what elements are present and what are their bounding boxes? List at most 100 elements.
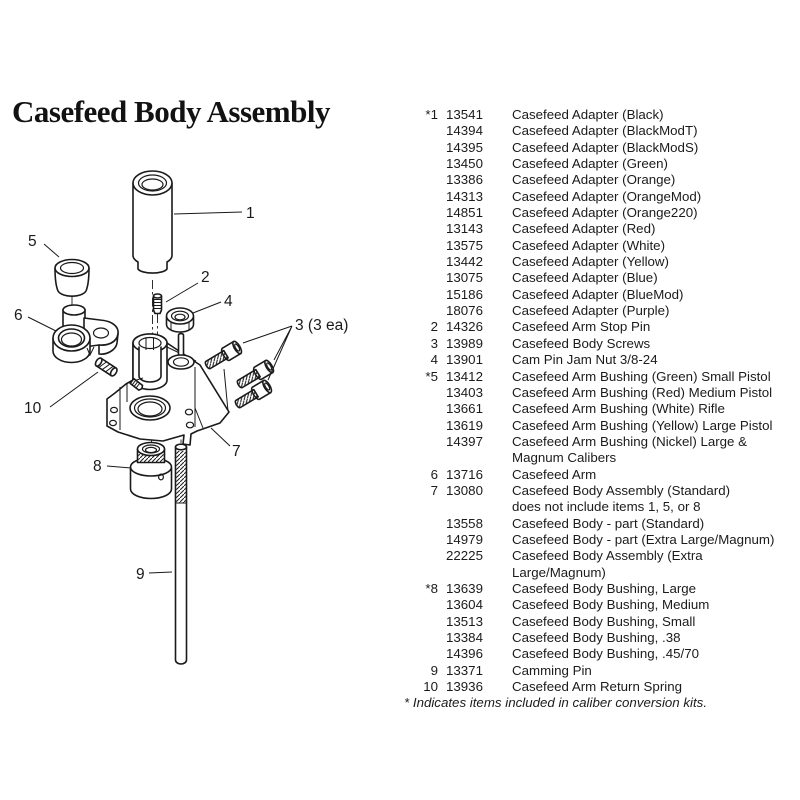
parts-row: 14396 Casefeed Body Bushing, .45/70 [404,646,798,662]
part-casefeed-body [106,332,230,446]
row-part-number: 13639 [446,580,483,596]
callout-6: 6 [14,307,23,324]
callout-2: 2 [201,269,210,286]
row-part-number: 15186 [446,286,483,302]
parts-row: *1 13541 Casefeed Adapter (Black) [404,107,798,123]
row-description: Casefeed Body Bushing, Medium [512,597,710,613]
callout-1: 1 [246,205,255,222]
row-description: Casefeed Arm Bushing (Red) Medium Pistol [512,384,773,400]
row-item-number [404,597,438,613]
row-description: Casefeed Adapter (Orange220) [512,205,698,221]
row-part-number: 13075 [446,270,483,286]
row-description: Casefeed Adapter (Red) [512,221,656,237]
parts-row: 14394 Casefeed Adapter (BlackModT) [404,123,798,139]
row-description: Casefeed Body Bushing, Small [512,613,696,629]
parts-row: *8 13639 Casefeed Body Bushing, Large [404,581,798,597]
parts-footnote: * Indicates items included in caliber co… [404,695,708,711]
row-description: Cam Pin Jam Nut 3/8-24 [512,352,658,368]
row-item-number [404,532,438,548]
row-part-number: 14397 [446,433,483,449]
row-part-number: 14313 [446,188,483,204]
row-description: Casefeed Body Assembly (Standard) [512,482,731,498]
row-description: Casefeed Body Bushing, .38 [512,630,681,645]
row-description: Casefeed Arm [512,466,597,482]
callout-10: 10 [24,400,42,417]
part-body-screws [204,340,275,409]
parts-row: 14313 Casefeed Adapter (OrangeMod) [404,189,798,205]
row-part-number: 13371 [446,662,483,678]
parts-row: 13143 Casefeed Adapter (Red) [404,221,798,237]
row-item-number [404,238,438,254]
row-description: Casefeed Adapter (Purple) [512,303,670,319]
row-part-number: 13513 [446,613,483,629]
row-part-number: 13143 [446,221,483,237]
part-casefeed-adapter [132,170,173,274]
row-part-number: 13661 [446,401,483,417]
parts-row: 6 13716 Casefeed Arm [404,467,798,483]
leader-lines [27,211,293,574]
row-part-number: 13716 [446,466,483,482]
row-item-number [404,140,438,156]
row-part-number: 14396 [446,646,483,662]
parts-row: 7 13080 Casefeed Body Assembly (Standard… [404,483,798,499]
parts-row: 14979 Casefeed Body - part (Extra Large/… [404,532,798,548]
row-part-number: 14326 [446,319,483,335]
row-part-number: 13412 [446,368,483,384]
row-item-number: *1 [425,107,438,122]
callout-7: 7 [232,443,241,460]
row-part-number: 13619 [446,417,483,433]
parts-row: 13442 Casefeed Adapter (Yellow) [404,254,798,270]
row-description: Casefeed Body - part (Extra Large/Magnum… [512,531,775,547]
row-item-number [404,189,438,205]
row-part-number: 13604 [446,597,483,613]
row-part-number: 13403 [446,384,483,400]
parts-row: 13619 Casefeed Arm Bushing (Yellow) Larg… [404,418,798,434]
parts-row: 13575 Casefeed Adapter (White) [404,238,798,254]
row-item-number [404,385,438,401]
row-description: Casefeed Adapter (White) [512,237,665,253]
part-body-bushing [129,441,173,500]
parts-list: *1 13541 Casefeed Adapter (Black) 14394 … [404,107,798,712]
part-arm-stop-pin [152,293,163,315]
parts-row: 3 13989 Casefeed Body Screws [404,336,798,352]
row-item-number [404,418,438,434]
parts-row: 13450 Casefeed Adapter (Green) [404,156,798,172]
row-item-number [404,156,438,172]
parts-row: 14851 Casefeed Adapter (Orange220) [404,205,798,221]
callout-labels: 1 2 3 (3 ea) 4 5 6 7 8 9 10 [14,205,348,583]
row-item-number: 10 [423,679,438,695]
row-item-number [404,614,438,630]
row-item-number: 7 [430,482,438,498]
row-item-number [404,499,438,515]
row-part-number [446,450,512,466]
row-item-number [404,516,438,532]
row-description: Casefeed Adapter (BlackModS) [512,139,699,155]
callout-5: 5 [28,233,37,250]
row-description: Casefeed Body Assembly (Extra Large/Magn… [512,548,703,580]
row-description: Casefeed Arm Bushing (Yellow) Large Pist… [512,417,773,433]
row-part-number: 14394 [446,123,483,139]
parts-row: 13386 Casefeed Adapter (Orange) [404,172,798,188]
parts-row: 13075 Casefeed Adapter (Blue) [404,270,798,286]
row-part-number: 13386 [446,172,483,188]
row-description: does not include items 1, 5, or 8 [512,499,701,515]
row-description: Casefeed Arm Stop Pin [512,319,651,335]
parts-row: 18076 Casefeed Adapter (Purple) [404,303,798,319]
parts-row: 13384 Casefeed Body Bushing, .38 [404,630,798,646]
parts-row: 14395 Casefeed Adapter (BlackModS) [404,140,798,156]
parts-row: 9 13371 Camming Pin [404,663,798,679]
part-arm-bushing [54,258,90,297]
parts-row: 10 13936 Casefeed Arm Return Spring [404,679,798,695]
row-part-number: 13936 [446,679,483,695]
row-part-number: 13575 [446,237,483,253]
parts-row: does not include items 1, 5, or 8 [404,499,798,515]
row-description: Camming Pin [512,662,592,678]
parts-row: 13604 Casefeed Body Bushing, Medium [404,597,798,613]
row-item-number: 4 [430,352,438,368]
row-item-number: 6 [430,466,438,482]
row-part-number: 14395 [446,139,483,155]
row-description: Casefeed Arm Bushing (Nickel) Large & [512,433,748,449]
row-item-number [404,434,438,450]
row-item-number: *8 [425,580,438,596]
parts-row: 13661 Casefeed Arm Bushing (White) Rifle [404,401,798,417]
